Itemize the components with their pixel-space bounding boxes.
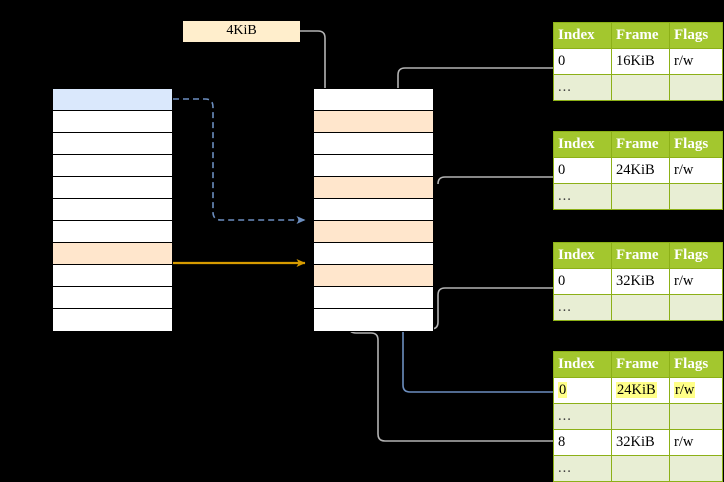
column-header-flags: Flags — [669, 22, 723, 49]
cell-flags: r/w — [669, 268, 723, 295]
wire-table2-lead — [437, 176, 553, 185]
physical-frame-stack — [313, 88, 434, 332]
virtual-address-cell-9 — [53, 287, 172, 309]
value-highlight: 0 — [558, 382, 568, 398]
column-header-frame: Frame — [611, 131, 670, 158]
physical-frame-cell-7 — [314, 243, 433, 265]
cell-frame: 32KiB — [611, 429, 670, 456]
table-row: ... — [553, 294, 723, 321]
cell-flags: r/w — [669, 157, 723, 184]
physical-frame-cell-6 — [314, 221, 433, 243]
virtual-address-cell-7 — [53, 243, 172, 265]
cell-frame: 24KiB — [611, 157, 670, 184]
virtual-address-stack — [52, 88, 173, 332]
column-header-index: Index — [553, 131, 612, 158]
cell-frame — [611, 455, 670, 482]
physical-frame-cell-4 — [314, 177, 433, 199]
cell-frame — [611, 403, 670, 430]
cell-frame: 16KiB — [611, 48, 670, 75]
cell-index: ... — [553, 294, 612, 321]
column-header-flags: Flags — [669, 131, 723, 158]
virtual-address-cell-5 — [53, 199, 172, 221]
virtual-address-cell-6 — [53, 221, 172, 243]
physical-frame-cell-8 — [314, 265, 433, 287]
cell-frame — [611, 183, 670, 210]
cell-index: ... — [553, 455, 612, 482]
table-row: 0 24KiB r/w — [553, 377, 723, 404]
column-header-frame: Frame — [611, 22, 670, 49]
physical-frame-cell-3 — [314, 155, 433, 177]
cell-flags — [669, 403, 723, 430]
virtual-address-cell-8 — [53, 265, 172, 287]
value-highlight: r/w — [674, 382, 696, 398]
cell-flags: r/w — [669, 48, 723, 75]
cell-flags: r/w — [669, 377, 723, 404]
cell-index: 8 — [553, 429, 612, 456]
chip-4kib: 4KiB — [183, 21, 300, 42]
chip-label: 4KiB — [226, 23, 257, 38]
physical-frame-cell-10 — [314, 309, 433, 331]
column-header-frame: Frame — [611, 242, 670, 269]
virtual-address-cell-4 — [53, 177, 172, 199]
cell-frame — [611, 294, 670, 321]
virtual-address-cell-0 — [53, 89, 172, 111]
cell-index: 0 — [553, 157, 612, 184]
table-row: ... — [553, 183, 723, 210]
physical-frame-cell-9 — [314, 287, 433, 309]
virtual-address-cell-10 — [53, 309, 172, 331]
physical-frame-cell-2 — [314, 133, 433, 155]
value-highlight: 24KiB — [616, 382, 657, 398]
cell-flags: r/w — [669, 429, 723, 456]
cell-frame: 24KiB — [611, 377, 670, 404]
cell-index: ... — [553, 403, 612, 430]
cell-flags — [669, 294, 723, 321]
column-header-index: Index — [553, 22, 612, 49]
virtual-address-cell-1 — [53, 111, 172, 133]
physical-frame-cell-1 — [314, 111, 433, 133]
cell-index: ... — [553, 74, 612, 101]
physical-frame-cell-5 — [314, 199, 433, 221]
cell-frame — [611, 74, 670, 101]
column-header-frame: Frame — [611, 351, 670, 378]
cell-index: ... — [553, 183, 612, 210]
wire-left-blue-to-frame — [173, 98, 306, 224]
cell-index: 0 — [553, 48, 612, 75]
cell-flags — [669, 74, 723, 101]
virtual-address-cell-3 — [53, 155, 172, 177]
table-row: ... — [553, 403, 723, 430]
cell-flags — [669, 455, 723, 482]
table-row: ... — [553, 74, 723, 101]
physical-frame-cell-0 — [314, 89, 433, 111]
cell-frame: 32KiB — [611, 268, 670, 295]
cell-index: 0 — [553, 268, 612, 295]
column-header-index: Index — [553, 351, 612, 378]
column-header-flags: Flags — [669, 242, 723, 269]
column-header-flags: Flags — [669, 351, 723, 378]
cell-index: 0 — [553, 377, 612, 404]
cell-flags — [669, 183, 723, 210]
virtual-address-cell-2 — [53, 133, 172, 155]
table-row: ... — [553, 455, 723, 482]
column-header-index: Index — [553, 242, 612, 269]
